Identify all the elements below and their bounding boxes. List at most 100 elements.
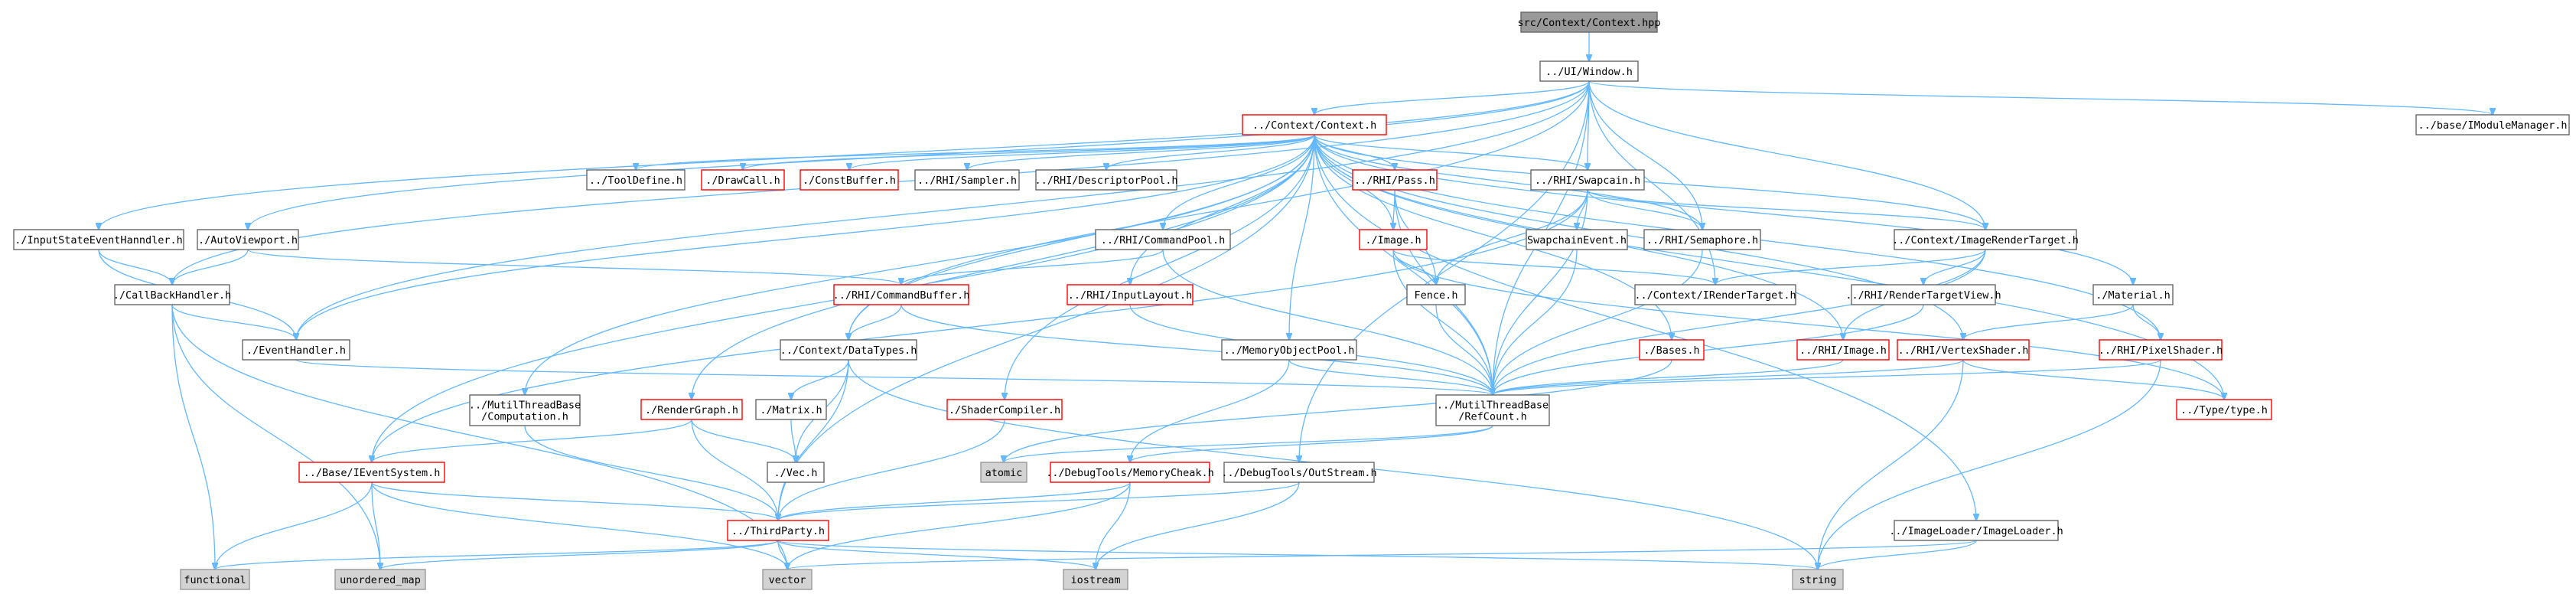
node-label: ../MutilThreadBase — [469, 400, 581, 412]
node-swapchainevent[interactable]: SwapchainEvent.h — [1526, 229, 1628, 250]
node-matrix[interactable]: ./Matrix.h — [755, 399, 827, 420]
node-rhidescpool[interactable]: ../RHI/DescriptorPool.h — [1035, 169, 1178, 191]
node-ctx-irt[interactable]: ../Context/IRenderTarget.h — [1634, 284, 1796, 305]
edge-window-to-ctx_imgrt — [1588, 80, 1985, 230]
edge-ieventsystem-to-thirdparty — [371, 481, 778, 521]
node-thirdparty[interactable]: ../ThirdParty.h — [727, 520, 829, 541]
node-box — [1223, 462, 1375, 483]
node-material[interactable]: ./Material.h — [2092, 284, 2174, 305]
node-label: /Computation.h — [481, 411, 568, 423]
node-autoviewport[interactable]: ./AutoViewport.h — [197, 229, 299, 250]
node-label: ../Base/IEventSystem.h — [304, 467, 441, 479]
node-rhipixelshader[interactable]: ../RHI/PixelShader.h — [2099, 339, 2223, 361]
node-box — [1221, 339, 1357, 361]
node-box — [114, 284, 230, 305]
node-imageloader[interactable]: ../ImageLoader/ImageLoader.h — [1889, 520, 2063, 541]
node-bases[interactable]: ./Bases.h — [1639, 339, 1705, 361]
node-label: ./CallBackHandler.h — [113, 289, 231, 302]
node-fence[interactable]: Fence.h — [1406, 284, 1466, 305]
node-image-h[interactable]: ./Image.h — [1359, 229, 1428, 250]
node-typetype[interactable]: ../Type/type.h — [2176, 399, 2272, 420]
edge-memobjpool-to-memcheck — [1130, 359, 1290, 462]
node-box — [2092, 284, 2174, 305]
node-rhisemaphore[interactable]: ../RHI/Semaphore.h — [1643, 229, 1761, 250]
node-ctx-imgrt[interactable]: ../Context/ImageRenderTarget.h — [1892, 229, 2079, 250]
edge-matrix-to-vec — [790, 419, 796, 462]
node-rhicmdpool[interactable]: ../RHI/CommandPool.h — [1095, 229, 1231, 250]
node-label: ./Vec.h — [774, 467, 818, 479]
node-box — [1526, 229, 1628, 250]
node-box — [1352, 169, 1438, 191]
node-window[interactable]: ../UI/Window.h — [1539, 60, 1639, 82]
node-box — [1520, 11, 1658, 33]
edge-context_h-to-rendergraph — [692, 134, 1315, 400]
edge-context_h-to-memobjpool — [1289, 134, 1315, 340]
edge-window-to-rhisemaphore — [1588, 80, 1702, 230]
node-box — [1894, 229, 2077, 250]
node-label: SwapchainEvent.h — [1527, 234, 1627, 246]
node-string: string — [1792, 569, 1844, 590]
node-label: ../ToolDefine.h — [589, 175, 682, 187]
node-rhipass[interactable]: ../RHI/Pass.h — [1352, 169, 1438, 191]
node-imodulemanager[interactable]: ../base/IModuleManager.h — [2415, 114, 2570, 135]
node-rendergraph[interactable]: ./RenderGraph.h — [640, 399, 743, 420]
edge-rhicmdpool-to-rhicmdbuf — [901, 249, 1164, 285]
edge-thirdparty-to-string — [777, 540, 1818, 570]
node-callback[interactable]: ./CallBackHandler.h — [113, 284, 231, 305]
node-ieventsystem[interactable]: ../Base/IEventSystem.h — [298, 462, 445, 483]
node-multithread-ref[interactable]: ../MutilThreadBase/RefCount.h — [1435, 394, 1550, 426]
edge-callback-to-vector — [171, 304, 787, 570]
edge-rhicmdpool-to-multithread_ref — [1162, 249, 1493, 395]
node-box — [946, 399, 1063, 420]
node-context-h[interactable]: ../Context/Context.h — [1242, 114, 1387, 135]
edge-context_h-to-rhiswapcain — [1314, 134, 1588, 170]
node-label: ../RHI/PixelShader.h — [2099, 344, 2223, 357]
node-memobjpool[interactable]: ../MemoryObjectPool.h — [1221, 339, 1357, 361]
edge-image_h-to-typetype — [1392, 249, 2224, 400]
edge-window-to-outstream — [1299, 80, 1590, 462]
node-box — [242, 339, 350, 361]
node-rhiinputlayout[interactable]: ../RHI/InputLayout.h — [1067, 284, 1194, 305]
node-box — [1035, 169, 1177, 191]
edge-rhirtv-to-multithread_ref — [1493, 304, 1924, 395]
node-vec[interactable]: ./Vec.h — [767, 462, 825, 483]
edge-material-to-rhipixelshader — [2132, 304, 2161, 340]
edge-multithread_ref-to-atomic — [1004, 425, 1493, 462]
edge-rhiswapcain-to-ctx_imgrt — [1587, 189, 1985, 230]
node-rhiimage[interactable]: ../RHI/Image.h — [1796, 339, 1890, 361]
node-drawcall[interactable]: ./DrawCall.h — [701, 169, 785, 191]
edge-window-to-autoviewport — [248, 80, 1590, 230]
node-rhiswapcain[interactable]: ../RHI/Swapcain.h — [1530, 169, 1645, 191]
node-box — [197, 229, 299, 250]
node-label: ./EventHandler.h — [246, 344, 346, 357]
node-memcheck[interactable]: ../DebugTools/MemoryCheak.h — [1046, 462, 1214, 483]
node-ctx-datatypes[interactable]: ../Context/DataTypes.h — [780, 339, 917, 361]
node-multithread-comp[interactable]: ../MutilThreadBase/Computation.h — [469, 394, 581, 426]
node-outstream[interactable]: ../DebugTools/OutStream.h — [1221, 462, 1377, 483]
node-label: ./RenderGraph.h — [645, 404, 738, 416]
edge-context_h-to-thirdparty — [778, 134, 1315, 521]
edge-ctx_imgrt-to-rhirtv — [1923, 249, 1986, 285]
node-box — [767, 462, 825, 483]
node-box — [1894, 520, 2059, 541]
node-box — [1359, 229, 1428, 250]
node-rhisampler[interactable]: ../RHI/Sampler.h — [914, 169, 1020, 191]
node-constbuffer[interactable]: ./ConstBuffer.h — [800, 169, 899, 191]
node-label: ./AutoViewport.h — [198, 234, 298, 246]
node-label: atomic — [985, 467, 1023, 479]
node-root[interactable]: src/Context/Context.hpp — [1518, 11, 1661, 33]
node-eventhandler[interactable]: ./EventHandler.h — [242, 339, 350, 361]
node-rhirtv[interactable]: ../RHI/RenderTargetView.h — [1845, 284, 2001, 305]
node-inputstate[interactable]: ./InputStateEventHanndler.h — [13, 229, 184, 250]
node-label: ./ShaderCompiler.h — [949, 404, 1060, 416]
edge-rhisemaphore-to-multithread_ref — [1493, 249, 1703, 395]
node-label: ./ConstBuffer.h — [803, 175, 896, 187]
edge-context_h-to-rhisampler — [967, 134, 1315, 170]
node-box — [701, 169, 785, 191]
node-tooldefine[interactable]: ../ToolDefine.h — [586, 169, 686, 191]
node-rhicmdbuf[interactable]: ../RHI/CommandBuffer.h — [833, 284, 970, 305]
edge-autoviewport-to-rhicmdbuf — [247, 249, 901, 285]
node-shadercompiler[interactable]: ./ShaderCompiler.h — [946, 399, 1063, 420]
node-rhivertexshader[interactable]: ../RHI/VertexShader.h — [1897, 339, 2030, 361]
